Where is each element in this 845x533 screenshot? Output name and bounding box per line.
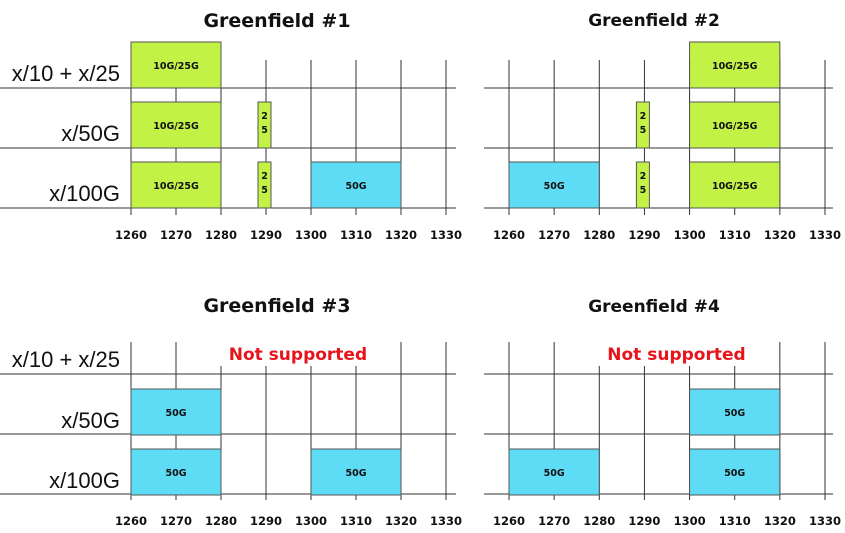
channel-block [689, 388, 781, 436]
block-label: 50G [165, 408, 186, 419]
channel-block [689, 161, 781, 209]
block-label: 10G/25G [153, 181, 199, 192]
row-label: x/50G [61, 408, 120, 433]
block-label: 5 [640, 125, 647, 136]
channel-block [130, 161, 222, 209]
panel-greenfield-3: Greenfield #3 1260 1270 1280 1290 1300 1310 132… [0, 295, 462, 528]
tick-label: 1270 [160, 228, 192, 242]
panel-title: Greenfield #2 [588, 11, 720, 31]
block-label: 50G [544, 181, 565, 192]
tick-label: 1330 [809, 514, 841, 528]
tick-label: 1330 [809, 228, 841, 242]
channel-block [508, 161, 600, 209]
tick-label: 1320 [385, 514, 417, 528]
panel-greenfield-1: Greenfield #1 1260 1270 1280 1290 1300 1310 132… [0, 10, 462, 242]
channel-block [689, 448, 781, 496]
channel-block [508, 448, 600, 496]
tick-label: 1300 [295, 228, 327, 242]
block-label: 2 [261, 171, 268, 182]
row-label: x/50G [61, 121, 120, 146]
row-label: x/100G [49, 181, 120, 206]
block-label: 5 [640, 185, 647, 196]
tick-label: 1270 [538, 228, 570, 242]
channel-block [130, 448, 222, 496]
channel-block-narrow [257, 161, 272, 209]
tick-label: 1320 [764, 514, 796, 528]
block-label: 50G [345, 468, 366, 479]
tick-label: 1260 [493, 228, 525, 242]
tick-label: 1300 [674, 228, 706, 242]
panel-greenfield-4: Greenfield #4 1260 1270 1280 1290 1300 1310 132… [484, 297, 841, 528]
tick-label: 1270 [160, 514, 192, 528]
tick-label: 1300 [295, 514, 327, 528]
channel-block [310, 161, 402, 209]
row-label: x/100G [49, 468, 120, 493]
channel-block [130, 41, 222, 89]
tick-label: 1310 [340, 514, 372, 528]
block-label: 50G [544, 468, 565, 479]
tick-label: 1320 [385, 228, 417, 242]
block-label: 50G [165, 468, 186, 479]
tick-label: 1260 [115, 514, 147, 528]
channel-block [130, 388, 222, 436]
block-label: 10G/25G [153, 121, 199, 132]
channel-block [130, 101, 222, 149]
tick-label: 1330 [430, 514, 462, 528]
tick-label: 1300 [674, 514, 706, 528]
channel-block [689, 41, 781, 89]
not-supported-label: Not supported [607, 345, 745, 365]
block-label: 50G [345, 181, 366, 192]
channel-block-narrow [635, 101, 650, 149]
tick-label: 1290 [628, 514, 660, 528]
tick-label: 1290 [628, 228, 660, 242]
tick-label: 1320 [764, 228, 796, 242]
panel-title: Greenfield #3 [203, 295, 350, 317]
channel-block-narrow [257, 101, 272, 149]
channel-block [689, 101, 781, 149]
tick-label: 1280 [205, 514, 237, 528]
tick-label: 1290 [250, 228, 282, 242]
block-label: 5 [261, 125, 268, 136]
tick-label: 1280 [583, 228, 615, 242]
tick-label: 1310 [719, 514, 751, 528]
panel-title: Greenfield #4 [588, 297, 720, 317]
panel-title: Greenfield #1 [203, 10, 350, 32]
block-label: 50G [724, 408, 745, 419]
tick-label: 1330 [430, 228, 462, 242]
tick-label: 1280 [583, 514, 615, 528]
block-label: 5 [261, 185, 268, 196]
block-label: 10G/25G [712, 121, 758, 132]
block-label: 2 [640, 111, 647, 122]
row-label: x/10 + x/25 [12, 347, 120, 372]
block-label: 10G/25G [712, 61, 758, 72]
tick-label: 1310 [340, 228, 372, 242]
tick-label: 1310 [719, 228, 751, 242]
block-label: 10G/25G [712, 181, 758, 192]
tick-label: 1270 [538, 514, 570, 528]
channel-block-narrow [635, 161, 650, 209]
not-supported-label: Not supported [229, 345, 367, 365]
not-supported-box [593, 342, 760, 366]
channel-block [310, 448, 402, 496]
tick-label: 1290 [250, 514, 282, 528]
block-label: 50G [724, 468, 745, 479]
row-label: x/10 + x/25 [12, 61, 120, 86]
not-supported-box [214, 342, 381, 366]
block-label: 10G/25G [153, 61, 199, 72]
block-label: 2 [640, 171, 647, 182]
block-label: 2 [261, 111, 268, 122]
tick-label: 1260 [115, 228, 147, 242]
tick-label: 1280 [205, 228, 237, 242]
panel-greenfield-2: Greenfield #2 1260 1270 1280 1290 1300 1310 132… [484, 11, 841, 242]
tick-label: 1260 [493, 514, 525, 528]
